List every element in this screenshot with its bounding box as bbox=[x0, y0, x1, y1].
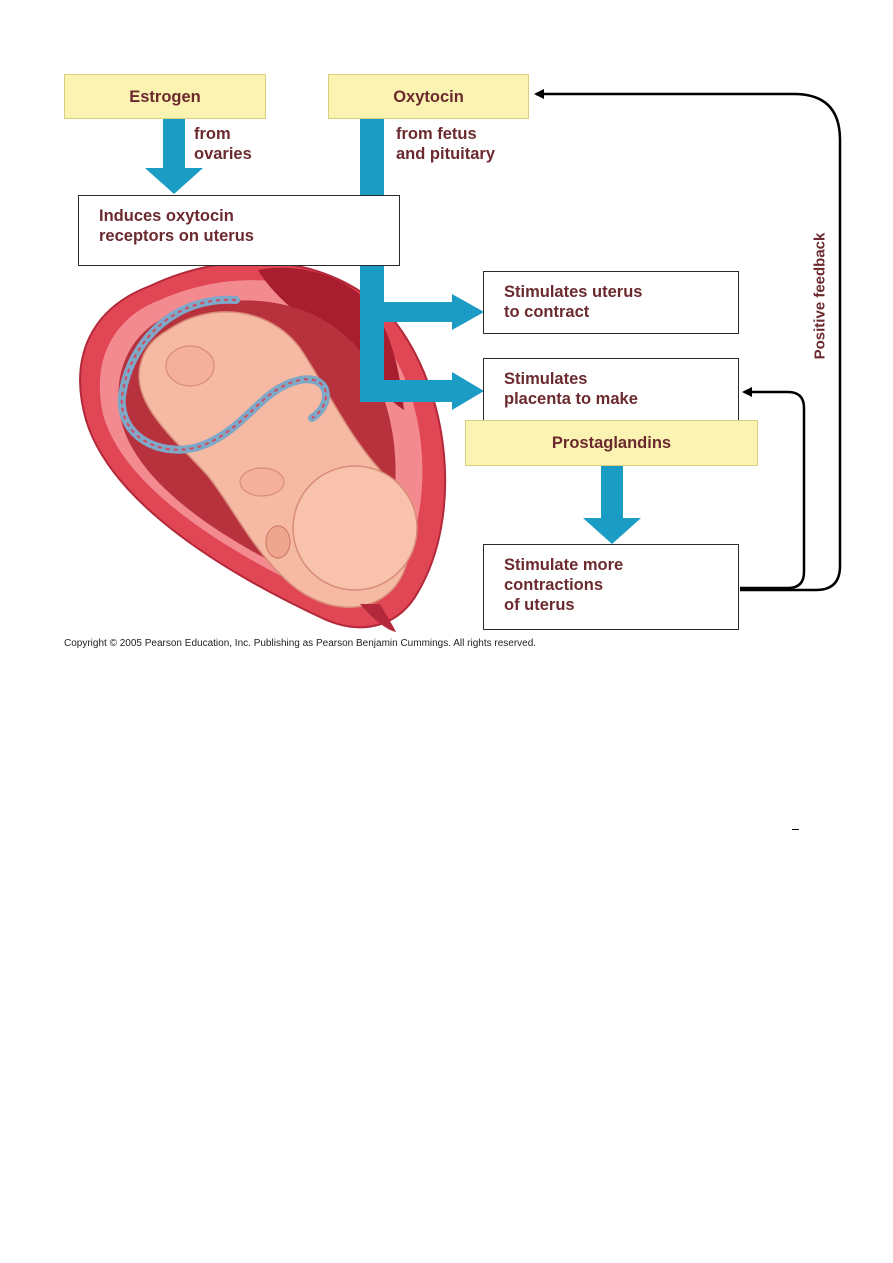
from-fetus-line-2: and pituitary bbox=[396, 145, 496, 163]
page-mark bbox=[792, 829, 799, 830]
prostaglandins-arrow bbox=[583, 466, 641, 544]
from-ovaries-label: from ovaries bbox=[194, 124, 252, 164]
fetus-hand bbox=[239, 467, 285, 497]
umbilical-cord-vessels bbox=[120, 298, 327, 451]
prostaglandins-label: Prostaglandins bbox=[551, 434, 672, 452]
stimulate-more-box: Stimulate more contractions of uterus bbox=[483, 544, 739, 630]
from-ovaries-line-2: ovaries bbox=[194, 145, 252, 163]
feedback-outer-arrow bbox=[534, 89, 842, 592]
stim-contract-line-2: to contract bbox=[504, 303, 590, 321]
induces-receptors-box: Induces oxytocin receptors on uterus bbox=[78, 195, 400, 266]
stim-more-line-2: contractions bbox=[504, 576, 604, 594]
from-fetus-line-1: from fetus bbox=[396, 125, 477, 143]
estrogen-arrow bbox=[145, 118, 203, 194]
stimulates-placenta-box: Stimulates placenta to make bbox=[483, 358, 739, 422]
feedback-inner-arrow bbox=[740, 387, 806, 590]
stim-more-line-1: Stimulate more bbox=[504, 556, 624, 574]
stim-placenta-line-2: placenta to make bbox=[504, 390, 638, 408]
stim-placenta-line-1: Stimulates bbox=[504, 370, 588, 388]
oxytocin-box: Oxytocin bbox=[328, 74, 529, 119]
cervix bbox=[360, 604, 396, 632]
fetus-ear bbox=[265, 525, 291, 559]
from-fetus-label: from fetus and pituitary bbox=[396, 124, 495, 164]
induces-line-2: receptors on uterus bbox=[99, 227, 254, 245]
stim-more-line-3: of uterus bbox=[504, 596, 575, 614]
estrogen-box: Estrogen bbox=[64, 74, 266, 119]
stimulates-contract-box: Stimulates uterus to contract bbox=[483, 271, 739, 334]
stim-contract-line-1: Stimulates uterus bbox=[504, 283, 643, 301]
fetus-head bbox=[292, 465, 418, 591]
estrogen-label: Estrogen bbox=[129, 87, 201, 106]
induces-line-1: Induces oxytocin bbox=[99, 207, 234, 225]
from-ovaries-line-1: from bbox=[194, 125, 231, 143]
positive-feedback-text: Positive feedback bbox=[811, 232, 829, 360]
prostaglandins-box: Prostaglandins bbox=[465, 420, 758, 466]
fetus-foot bbox=[165, 345, 215, 387]
oxytocin-label: Oxytocin bbox=[393, 87, 464, 106]
fetus-in-uterus-illustration bbox=[79, 260, 447, 632]
copyright-notice: Copyright © 2005 Pearson Education, Inc.… bbox=[64, 638, 537, 649]
